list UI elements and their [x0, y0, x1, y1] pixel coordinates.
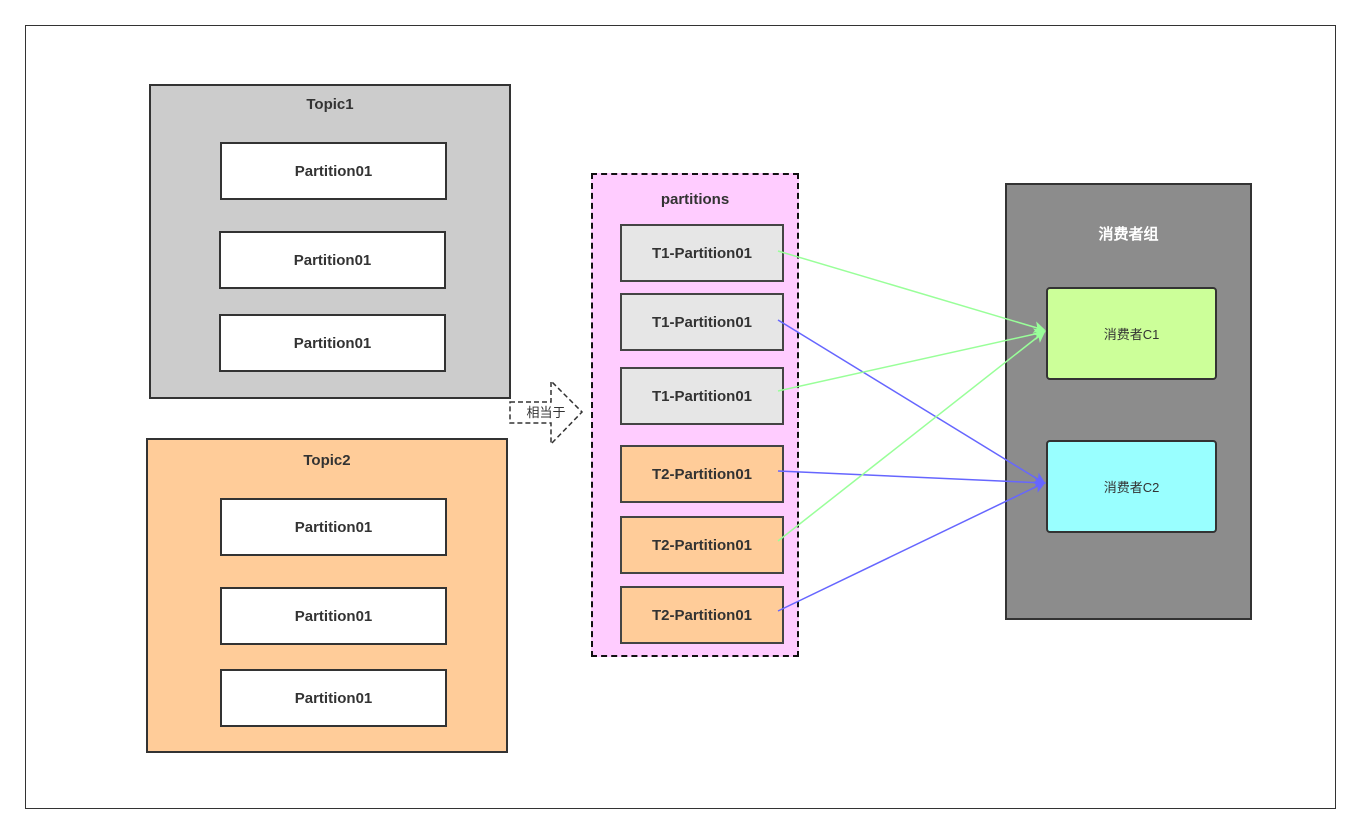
partitions-container: partitions T1-Partition01 T1-Partition01… — [591, 173, 799, 657]
t1-partition-item-2: T1-Partition01 — [620, 293, 784, 351]
topic1-partition-3: Partition01 — [219, 314, 446, 372]
consumer-c1: 消费者C1 — [1046, 287, 1217, 380]
topic1-partition-2: Partition01 — [219, 231, 446, 289]
partitions-title: partitions — [660, 191, 730, 208]
consumer-group-title: 消费者组 — [1098, 226, 1159, 243]
t1-partition-item-1: T1-Partition01 — [620, 224, 784, 282]
connector-t1-p1-to-c1 — [777, 250, 1046, 333]
topic2-title: Topic2 — [303, 452, 351, 469]
t2-partition-item-1: T2-Partition01 — [620, 445, 784, 503]
equivalence-arrow-label: 相当于 — [526, 406, 565, 421]
equivalence-arrow: 相当于 — [509, 379, 584, 446]
topic2-partition-1: Partition01 — [220, 498, 447, 556]
connector-t2-p1-to-c2 — [777, 470, 1046, 489]
topic2-partition-3: Partition01 — [220, 669, 447, 727]
topic1-title: Topic1 — [306, 96, 354, 113]
consumer-c2: 消费者C2 — [1046, 440, 1217, 533]
connector-t2-p2-to-c1 — [777, 330, 1046, 542]
topic2-partition-2: Partition01 — [220, 587, 447, 645]
connector-t1-p2-to-c2 — [777, 319, 1046, 485]
t1-partition-item-3: T1-Partition01 — [620, 367, 784, 425]
connector-t1-p3-to-c1 — [777, 328, 1046, 392]
diagram-frame — [25, 25, 1336, 809]
topic1-box: Topic1 Partition01 Partition01 Partition… — [149, 84, 511, 399]
t2-partition-item-2: T2-Partition01 — [620, 516, 784, 574]
topic1-partition-1: Partition01 — [220, 142, 447, 200]
connector-t2-p3-to-c2 — [777, 481, 1046, 612]
connector-lines — [777, 250, 1046, 612]
t2-partition-item-3: T2-Partition01 — [620, 586, 784, 644]
topic2-box: Topic2 Partition01 Partition01 Partition… — [146, 438, 508, 753]
consumer-group-box: 消费者组 消费者C1 消费者C2 — [1005, 183, 1252, 620]
